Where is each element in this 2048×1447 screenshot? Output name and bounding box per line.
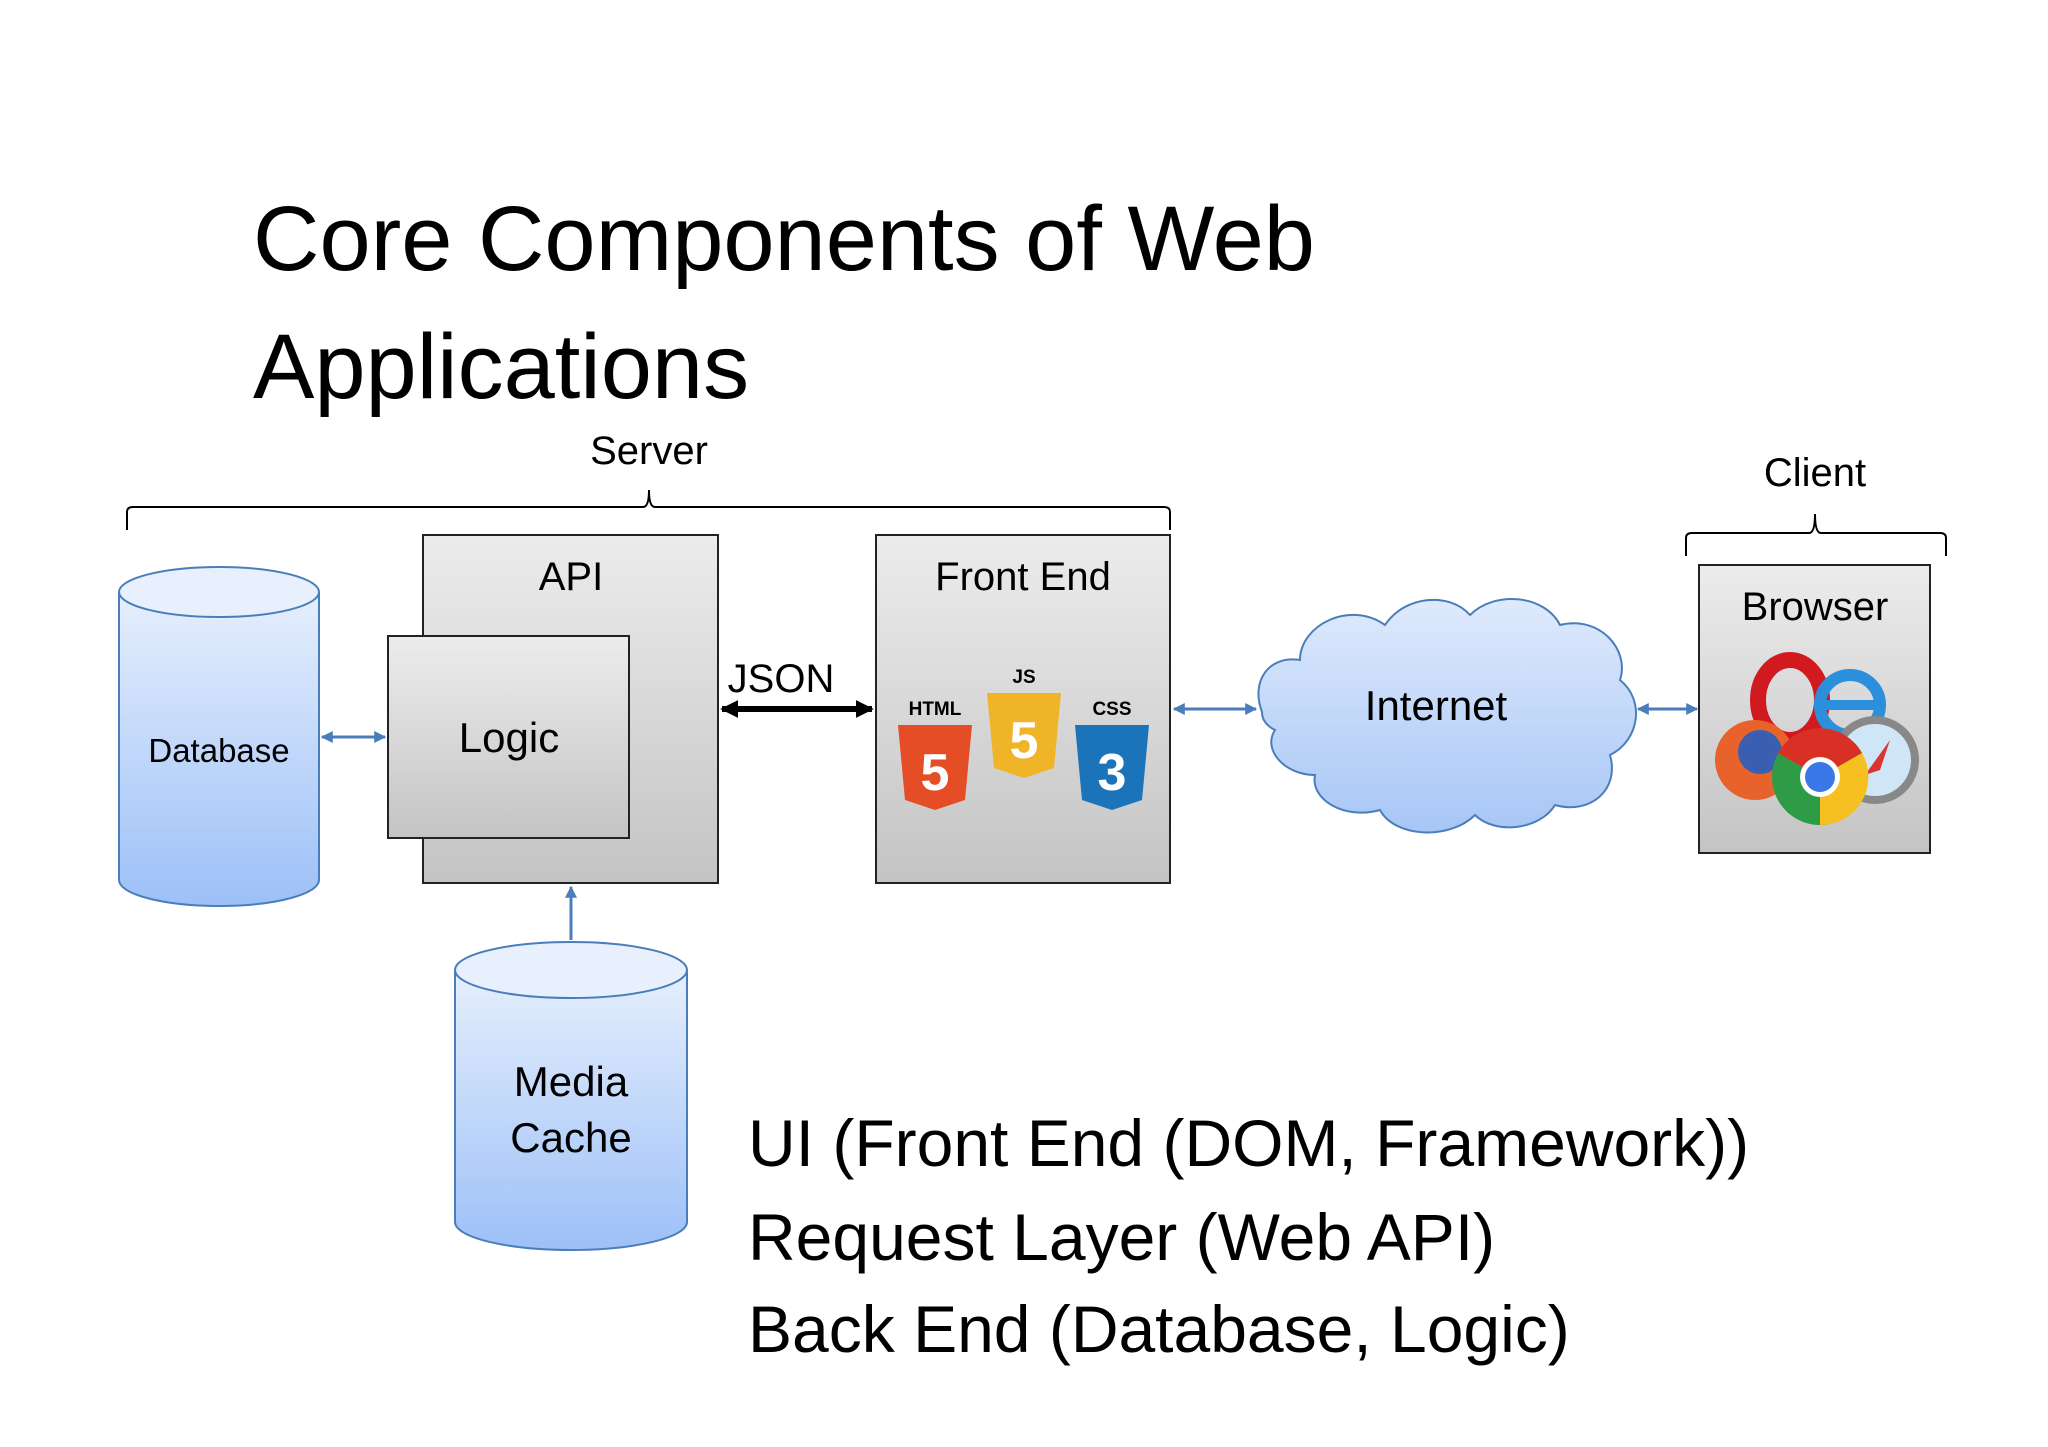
internet-cloud: Internet [1257, 598, 1637, 834]
slide-title-line1: Core Components of Web [253, 188, 1315, 290]
svg-text:CSS: CSS [1092, 699, 1131, 720]
svg-text:JS: JS [1012, 667, 1035, 688]
browser-box: Browser [1698, 564, 1931, 854]
html5-logo: HTML 5 [898, 699, 972, 810]
client-label: Client [1764, 451, 1866, 495]
front-end-box: Front End HTML 5 JS 5 CSS 3 [875, 534, 1171, 884]
chrome-icon [1772, 728, 1869, 826]
internet-label: Internet [1365, 682, 1508, 729]
server-label: Server [590, 429, 708, 473]
server-brace [126, 489, 1171, 530]
js-logo: JS 5 [987, 667, 1061, 778]
svg-text:5: 5 [921, 744, 950, 802]
svg-text:3: 3 [1098, 744, 1127, 802]
front-end-label: Front End [935, 555, 1111, 599]
media-cache-cylinder: Media Cache [454, 941, 688, 1251]
api-label: API [539, 555, 603, 599]
bullet-request-layer: Request Layer (Web API) [748, 1200, 1495, 1274]
database-cylinder: Database [118, 566, 320, 907]
media-cache-label-line1: Media [514, 1058, 629, 1105]
logic-box: Logic [387, 635, 630, 839]
media-cache-label-line2: Cache [510, 1114, 631, 1161]
svg-text:5: 5 [1010, 712, 1039, 770]
client-brace [1685, 513, 1947, 556]
bullet-back-end: Back End (Database, Logic) [748, 1292, 1570, 1366]
slide-title-line2: Applications [253, 316, 749, 418]
browser-label: Browser [1742, 585, 1889, 629]
database-label: Database [148, 732, 289, 769]
bullet-ui: UI (Front End (DOM, Framework)) [748, 1106, 1749, 1180]
json-label: JSON [728, 657, 835, 701]
svg-text:HTML: HTML [909, 699, 962, 720]
css3-logo: CSS 3 [1075, 699, 1149, 810]
logic-label: Logic [459, 714, 559, 761]
